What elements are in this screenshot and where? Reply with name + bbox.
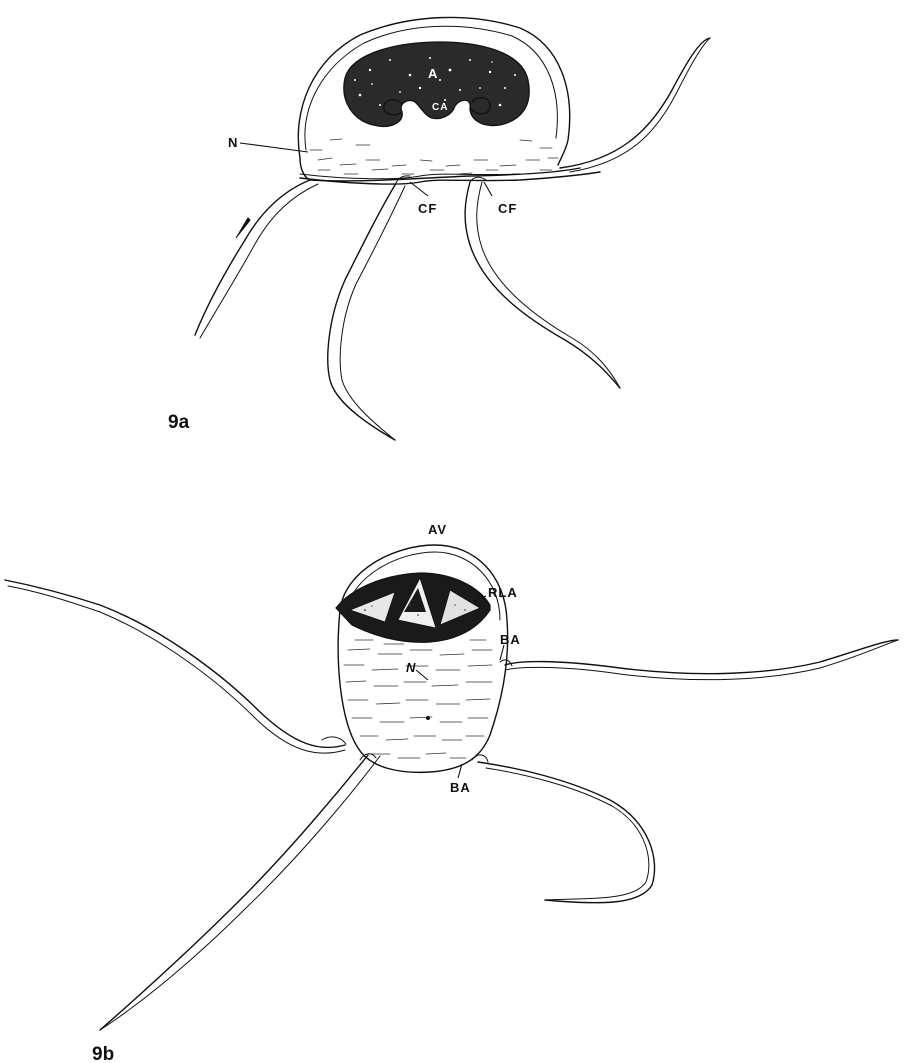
flagellum-right-9a [560, 38, 710, 168]
panel-label-9b: 9b [92, 1044, 114, 1063]
label-a-9a: A [428, 66, 438, 81]
flagellum-lower-right-9b [478, 762, 655, 903]
label-ba-lower: BA [450, 780, 471, 795]
leader-cf-right [484, 182, 492, 196]
label-ca-9a: CA [432, 102, 448, 113]
flagellum-center-9a [328, 185, 395, 440]
label-n-9a: N [228, 135, 238, 150]
basal-hatching-9a [310, 139, 558, 174]
panel-label-9a: 9a [168, 412, 190, 433]
label-cf-left: CF [418, 201, 437, 216]
label-av: AV [428, 522, 447, 537]
figure-9b: AV RLA BA BA N 9b [5, 522, 898, 1063]
label-rla: RLA [488, 585, 518, 600]
flagellum-left-9a [195, 180, 310, 335]
label-ba-upper: BA [500, 632, 521, 647]
leader-n-9b [416, 670, 428, 680]
figure-9a: N A CA CF CF 9a [168, 17, 710, 440]
label-cf-right: CF [498, 201, 517, 216]
body-hatching-9b [344, 640, 492, 758]
flagellum-lower-left-9b [100, 755, 368, 1030]
leader-cf-left [410, 182, 428, 196]
label-n-9b: N [406, 660, 416, 675]
leader-ba-upper [500, 645, 504, 660]
flagellum-left-9b [5, 580, 345, 747]
